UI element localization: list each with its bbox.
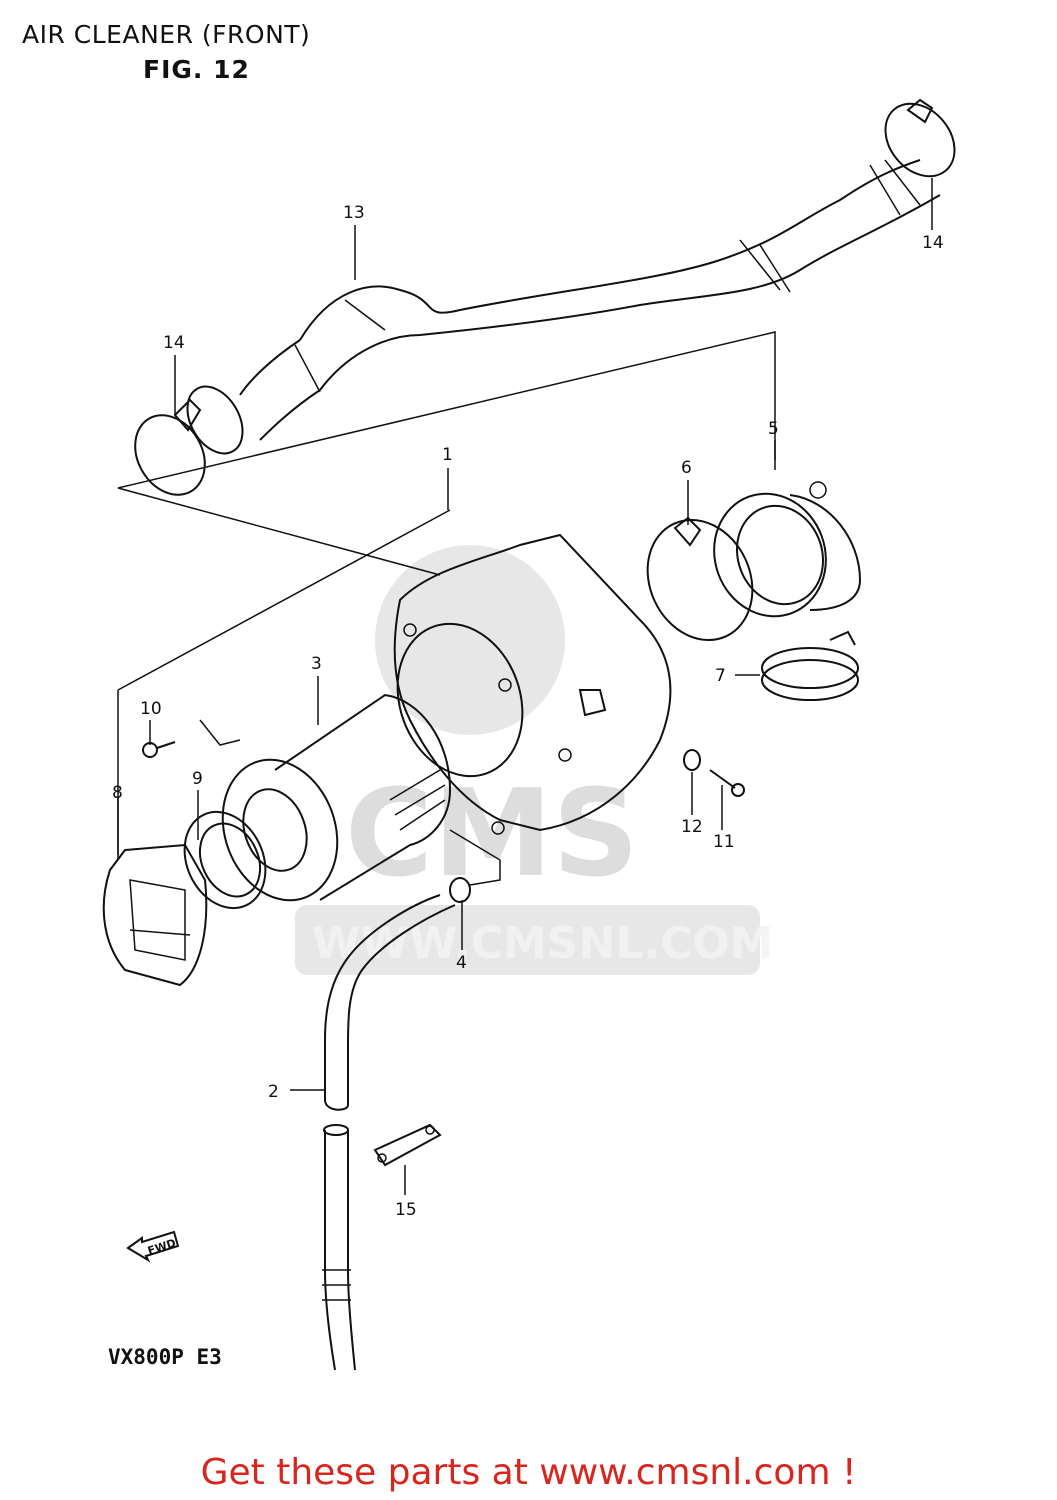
part-14-hose-clamp-right[interactable] [871,90,968,190]
assembly-bracket-lines [117,331,776,886]
callout-8: 8 [112,783,123,803]
callout-14-right: 14 [922,233,944,253]
get-parts-link[interactable]: Get these parts at www.cmsnl.com ! [200,1452,857,1493]
part-5-air-cleaner-outlet[interactable] [697,478,862,632]
callout-4: 4 [456,953,467,973]
callout-14-left: 14 [163,333,185,353]
part-4-clip[interactable] [449,877,471,903]
watermark-emblem [375,545,565,735]
callout-10: 10 [140,699,162,719]
part-8-intake-funnel[interactable] [102,843,208,987]
part-10-screw[interactable] [142,741,176,758]
callout-7: 7 [715,666,726,686]
figure-number: FIG. 12 [143,55,250,84]
page-title: AIR CLEANER (FRONT) [22,20,311,49]
watermark-url-plate [295,905,760,975]
part-11-bolt[interactable] [709,769,745,797]
callout-3: 3 [311,654,322,674]
callout-12: 12 [681,817,703,837]
part-15-clamp-plate[interactable] [373,1123,442,1167]
callout-6: 6 [681,458,692,478]
forward-direction-badge: FWD [126,1230,180,1263]
callout-11: 11 [713,832,735,852]
callout-13: 13 [343,203,365,223]
leader-lines [117,178,933,1195]
part-13-intake-hose[interactable] [239,159,941,441]
cms-watermark: CMS WWW.CMSNL.COM [295,545,774,975]
part-12-grommet[interactable] [683,749,701,771]
callout-5: 5 [768,419,779,439]
part-6-outlet-clamp[interactable] [628,503,771,658]
part-3-filter-element[interactable] [204,693,452,916]
part-1-air-cleaner-case[interactable] [377,533,672,835]
part-9-seal[interactable] [169,799,280,922]
model-code: VX800P E3 [108,1345,222,1369]
part-7-duct-clamp[interactable] [761,630,859,701]
part-14-hose-clamp-left[interactable] [121,377,253,508]
callout-9: 9 [192,769,203,789]
callout-2: 2 [268,1082,279,1102]
callout-1: 1 [442,445,453,465]
callout-15: 15 [395,1200,417,1220]
watermark-logo: CMS [345,765,639,904]
part-2-drain-tube[interactable] [322,894,456,1371]
